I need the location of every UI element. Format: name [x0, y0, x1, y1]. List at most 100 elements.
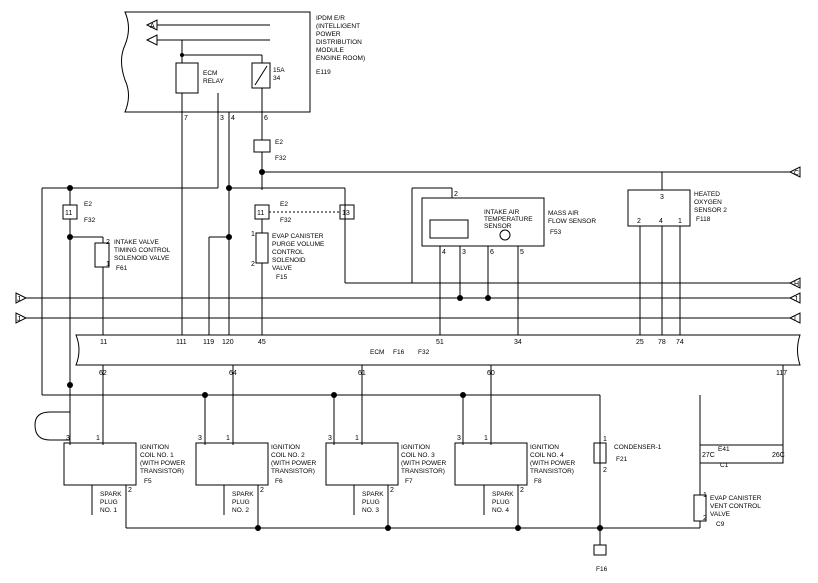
evap-vent-pin-1: 1: [703, 492, 707, 499]
ho2s-connector: F118: [696, 216, 711, 223]
ipdm-pin-4: 4: [231, 115, 235, 122]
iat-3: SENSOR: [484, 223, 512, 230]
ecm-c2: F32: [418, 349, 430, 356]
ho2s-pin-4: 4: [659, 218, 663, 225]
evap-vent-joint-pin-b: 26C: [772, 452, 785, 459]
evap-vent-connector: C9: [716, 521, 725, 528]
evap-purge-connector: F15: [276, 274, 288, 281]
ecm-pin: 60: [487, 370, 495, 377]
ho2s-1: HEATED: [694, 191, 720, 198]
center-joint-pin-a: 11: [257, 210, 264, 217]
svg-text:COIL NO. 3: COIL NO. 3: [401, 452, 435, 459]
svg-text:SPARK: SPARK: [232, 491, 254, 498]
svg-text:(WITH POWER: (WITH POWER: [140, 460, 185, 467]
evap-purge-icon: [255, 232, 269, 264]
evap-vent-joint-pin-a: 27C: [702, 452, 715, 459]
coil-pin: 2: [520, 487, 524, 494]
arrow-left-icon: [15, 292, 28, 304]
fuse-icon: [251, 62, 271, 89]
coil-3-box: [325, 442, 399, 486]
ecm-relay-label-1: ECM: [203, 70, 217, 77]
iat-sensor-icon: [429, 219, 469, 239]
maf-title-1: MASS AIR: [548, 210, 579, 217]
ecm-pin: 45: [258, 339, 266, 346]
maf-sensor-box: [421, 197, 545, 247]
svg-text:COIL NO. 4: COIL NO. 4: [530, 452, 564, 459]
joint-top: E2: [275, 139, 283, 146]
coil-pin: 3: [328, 435, 332, 442]
arrow-label: H: [794, 281, 799, 288]
evap-vent-j2: C1: [720, 462, 729, 469]
fuse-label-1: 15A: [273, 67, 285, 74]
coil-4: IGNITION COIL NO. 4 (WITH POWER TRANSIST…: [492, 444, 575, 514]
ho2s-3: SENSOR 2: [694, 207, 727, 214]
maf-element-icon: [499, 229, 511, 241]
coil-pin: 3: [457, 435, 461, 442]
evap-vent-joint: [699, 444, 784, 464]
ho2s-pin-3: 3: [660, 194, 664, 201]
svg-text:F6: F6: [275, 478, 283, 485]
maf-pin-4: 4: [442, 249, 446, 256]
condenser-pin-1: 1: [603, 436, 607, 443]
maf-pin-6: 6: [490, 249, 494, 256]
ground-icon: [593, 544, 607, 556]
ecm-pin: 62: [99, 370, 107, 377]
center-joint-c2: F32: [280, 217, 292, 224]
coil-pin: 2: [390, 487, 394, 494]
svg-text:IGNITION: IGNITION: [530, 444, 559, 451]
ipdm-pin-6: 6: [264, 115, 268, 122]
evap-vent-2: VENT CONTROL: [710, 503, 761, 510]
coil-3: IGNITION COIL NO. 3 (WITH POWER TRANSIST…: [362, 444, 446, 514]
ipdm-pin-3: 3: [220, 115, 224, 122]
maf-connector: F53: [550, 229, 562, 236]
svg-text:TRANSISTOR): TRANSISTOR): [271, 468, 315, 475]
coil-pin: 1: [355, 435, 359, 442]
ecm-pin: 120: [222, 339, 234, 346]
ipdm-title-6: ENGINE ROOM): [316, 55, 365, 62]
ecm-box: [75, 334, 801, 366]
evap-purge-pin-2: 2: [251, 261, 255, 268]
ecm-pin: 51: [436, 339, 444, 346]
svg-text:IGNITION: IGNITION: [271, 444, 300, 451]
svg-text:PLUG: PLUG: [362, 499, 380, 506]
evap-purge-3: CONTROL: [272, 249, 304, 256]
coil-1-box: [63, 442, 137, 486]
ho2s-box: [627, 189, 691, 227]
condenser-label: CONDENSER-1: [614, 444, 662, 451]
ivtc-pin-1: 1: [106, 261, 110, 268]
svg-text:PLUG: PLUG: [492, 499, 510, 506]
ecm-pin: 111: [176, 339, 187, 346]
ipdm-pin-7: 7: [184, 115, 188, 122]
evap-purge-2: PURGE VOLUME: [272, 241, 325, 248]
ecm-pin: 117: [776, 370, 787, 377]
arrow-right-icon: [788, 312, 801, 324]
coil-pin: 3: [66, 435, 70, 442]
ecm-pin: 34: [514, 339, 522, 346]
ivtc-label-2: TIMING CONTROL: [114, 247, 171, 254]
arrow-right-icon: [788, 292, 801, 304]
joint-bottom: F32: [275, 155, 287, 162]
coil-pin: 1: [484, 435, 488, 442]
svg-text:COIL NO. 2: COIL NO. 2: [271, 452, 305, 459]
svg-text:NO. 4: NO. 4: [492, 507, 509, 514]
ipdm-arrow-icon: [145, 34, 158, 46]
evap-vent-1: EVAP CANISTER: [710, 495, 762, 502]
condenser-connector: F21: [616, 456, 628, 463]
ipdm-title-5: MODULE: [316, 47, 344, 54]
ecm-pin: 11: [100, 339, 107, 346]
evap-purge-1: EVAP CANISTER: [272, 233, 324, 240]
ecm-relay-label-2: RELAY: [203, 78, 224, 85]
svg-text:NO. 3: NO. 3: [362, 507, 379, 514]
ipdm-title-3: POWER: [316, 31, 341, 38]
coil-pin: 3: [198, 435, 202, 442]
svg-text:(WITH POWER: (WITH POWER: [401, 460, 446, 467]
ecm-c1: F16: [393, 349, 405, 356]
ecm-pin: 25: [636, 339, 644, 346]
svg-text:NO. 2: NO. 2: [232, 507, 249, 514]
evap-vent-3: VALVE: [710, 511, 731, 518]
coil-pin: 2: [128, 487, 132, 494]
svg-text:TRANSISTOR): TRANSISTOR): [530, 468, 574, 475]
ecm-pin: 74: [676, 339, 684, 346]
joint-13: [339, 204, 355, 220]
ho2s-2: OXYGEN: [694, 199, 722, 206]
